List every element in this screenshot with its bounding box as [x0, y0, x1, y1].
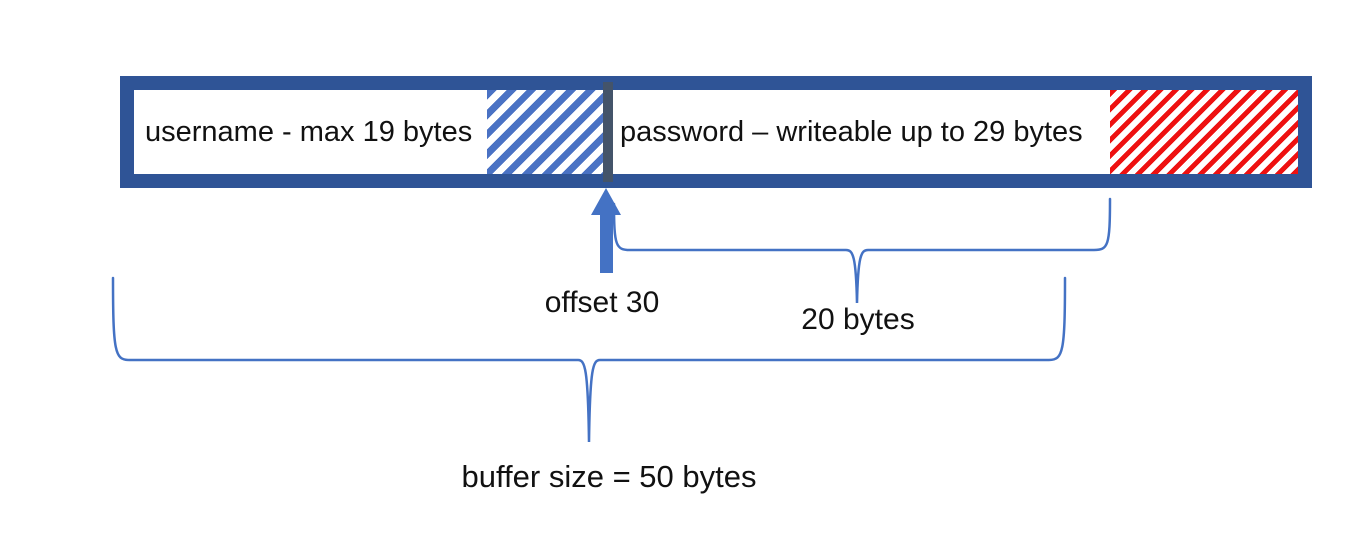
password-size-brace [612, 197, 1112, 304]
username-label: username - max 19 bytes [145, 115, 473, 148]
offset-label: offset 30 [544, 286, 660, 319]
offset-arrow-icon [591, 188, 621, 273]
field-divider-slot [603, 82, 613, 182]
buffer-rectangle: username - max 19 bytes password – write… [120, 76, 1312, 188]
offset-divider-bar [603, 82, 613, 182]
password-size-label: 20 bytes [801, 303, 915, 336]
password-cell: password – writeable up to 29 bytes [613, 90, 1110, 174]
overflow-hatch-region [1110, 90, 1298, 174]
password-label: password – writeable up to 29 bytes [620, 115, 1083, 148]
username-cell: username - max 19 bytes [134, 90, 487, 174]
username-hatch-region [487, 90, 603, 174]
buffer-size-label: buffer size = 50 bytes [461, 459, 757, 494]
